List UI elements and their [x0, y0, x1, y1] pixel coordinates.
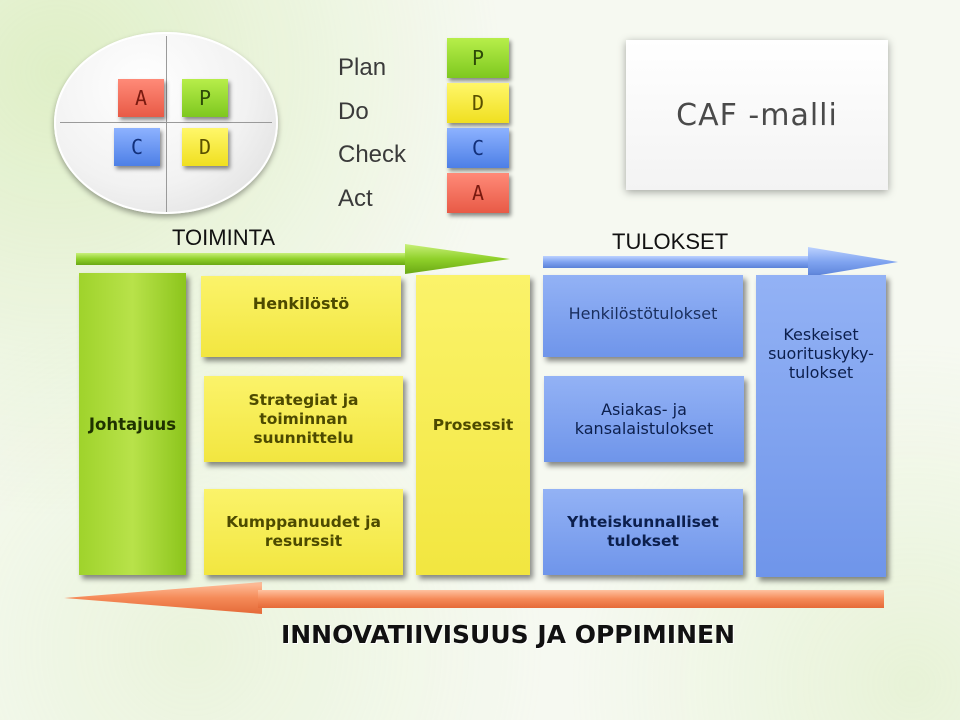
circle-square-check: C	[114, 128, 160, 166]
box-henkilostotulokset: Henkilöstötulokset	[543, 275, 743, 357]
henkilostotulokset-label: Henkilöstötulokset	[568, 303, 718, 323]
header-tulokset: TULOKSET	[612, 229, 729, 254]
box-yhteiskunnalliset: Yhteiskunnalliset tulokset	[543, 489, 743, 575]
header-toiminta: TOIMINTA	[172, 225, 276, 250]
circle-divider-horizontal	[60, 122, 272, 123]
circle-square-plan: P	[182, 79, 228, 117]
caf-title-box: CAF -malli	[626, 40, 888, 190]
box-johtajuus: Johtajuus	[79, 273, 186, 575]
circle-square-do: D	[182, 128, 228, 166]
word-do: Do	[338, 98, 369, 125]
box-henkilosto: Henkilöstö	[201, 276, 401, 357]
circle-square-act: A	[118, 79, 164, 117]
box-kumppanuudet: Kumppanuudet ja resurssit	[204, 489, 403, 575]
innovation-title: INNOVATIIVISUUS JA OPPIMINEN	[280, 620, 736, 649]
blue-arrow	[543, 247, 898, 277]
box-prosessit: Prosessit	[416, 275, 530, 575]
keskeiset-label: Keskeiset suorituskyky-tulokset	[768, 325, 874, 382]
column-square-do: D	[447, 83, 509, 123]
box-asiakas: Asiakas- ja kansalaistulokset	[544, 376, 744, 462]
column-square-check: C	[447, 128, 509, 168]
green-arrow	[76, 244, 510, 274]
box-strategiat: Strategiat ja toiminnan suunnittelu	[204, 376, 403, 462]
column-square-act: A	[447, 173, 509, 213]
word-plan: Plan	[338, 54, 387, 81]
orange-arrow	[64, 582, 884, 614]
caf-title: CAF -malli	[676, 97, 838, 133]
word-check: Check	[338, 141, 407, 168]
asiakas-label: Asiakas- ja kansalaistulokset	[574, 400, 714, 438]
circle-divider-vertical	[166, 36, 167, 212]
column-square-plan: P	[447, 38, 509, 78]
box-keskeiset: Keskeiset suorituskyky-tulokset	[756, 275, 886, 577]
word-act: Act	[338, 185, 373, 212]
